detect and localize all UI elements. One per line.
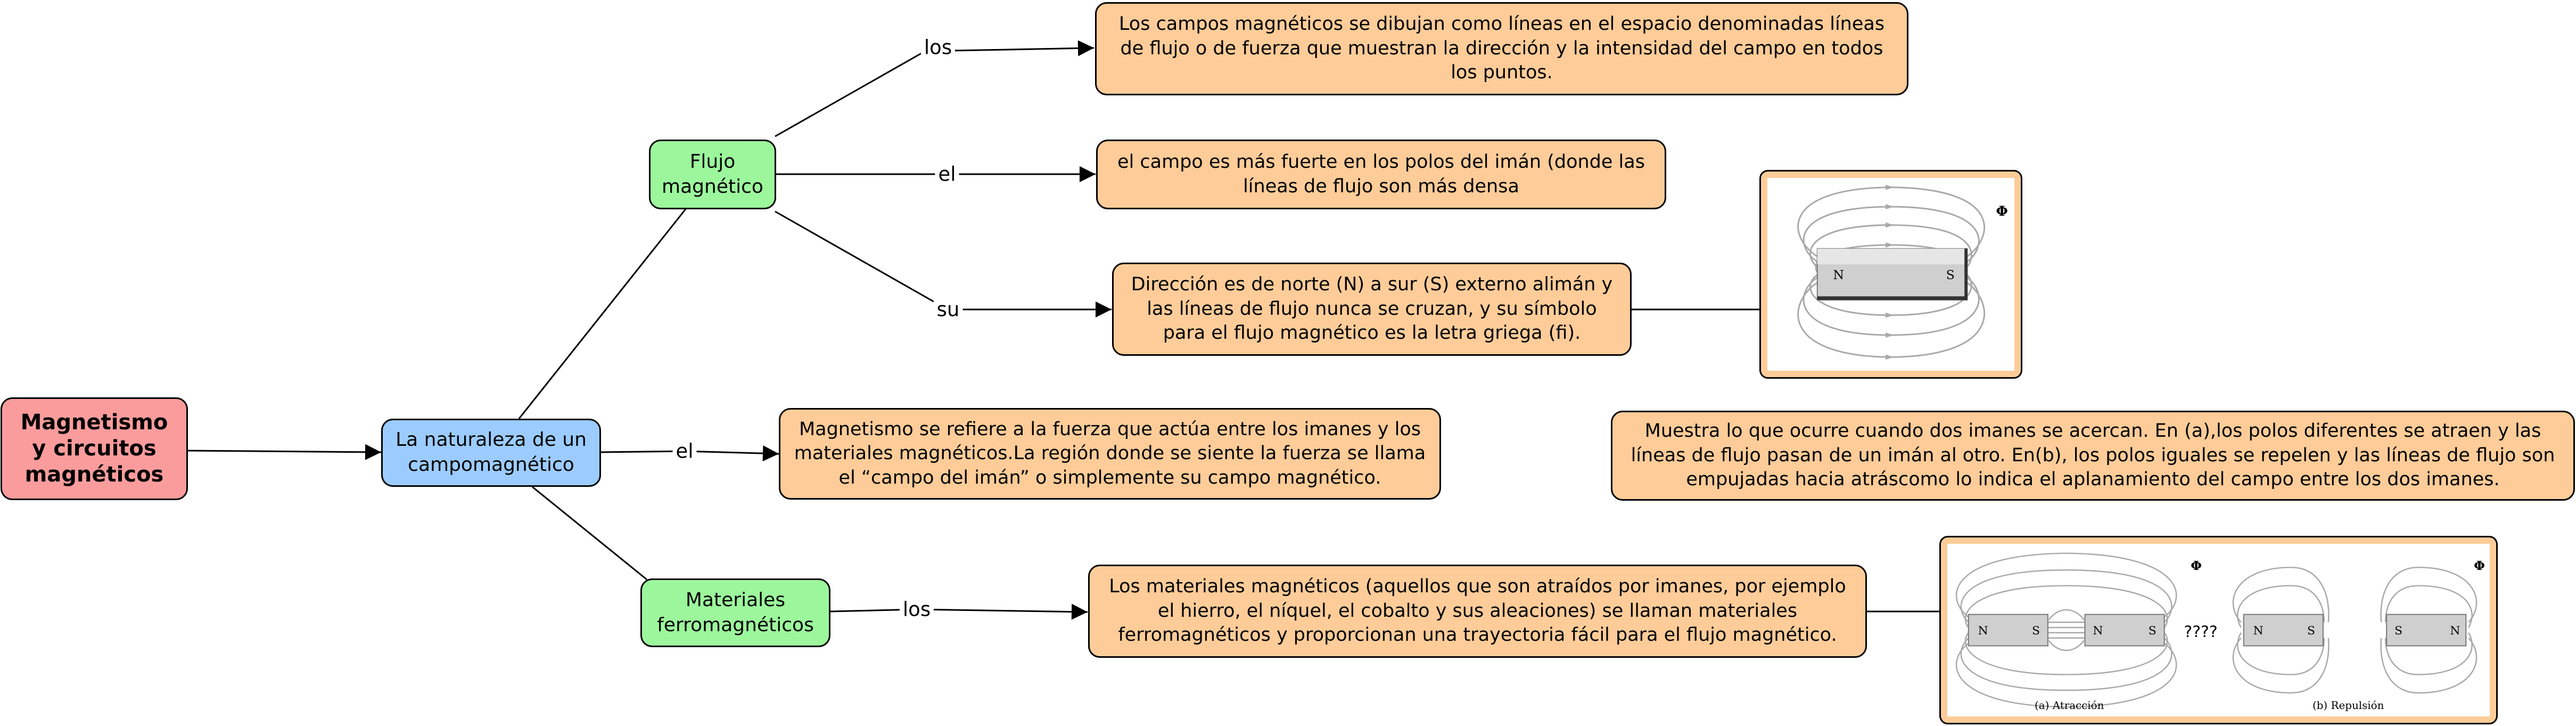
link-center-ferro xyxy=(532,486,647,581)
concept-muestra-text: Muestra lo que ocurre cuando dos imanes … xyxy=(1631,420,2555,491)
branch-flujo-label: Flujo magnético xyxy=(662,150,763,198)
concept-lineas-de-flujo[interactable]: Los campos magnéticos se dibujan como lí… xyxy=(1095,2,1908,95)
fig2-caption-attraction: (a) Atracción xyxy=(2035,699,2104,712)
concept-direccion[interactable]: Dirección es de norte (N) a sur (S) exte… xyxy=(1112,263,1632,356)
fig2-b-right-south: S xyxy=(2394,624,2402,638)
branch-flujo-magnetico[interactable]: Flujo magnético xyxy=(649,140,776,209)
figure-attraction-repulsion[interactable]: N S N S N S S N (a) Atracción (b) Repuls… xyxy=(1939,536,2498,724)
center-node[interactable]: La naturaleza de un campomagnético xyxy=(381,419,601,487)
link-flujo-lineas xyxy=(775,40,1094,137)
branch-materiales-ferromagneticos[interactable]: Materiales ferromagnéticos xyxy=(640,578,830,647)
fig1-south-label: S xyxy=(1946,267,1955,282)
concept-materiales-text: Los materiales magnéticos (aquellos que … xyxy=(1109,576,1846,646)
concept-muestra[interactable]: Muestra lo que ocurre cuando dos imanes … xyxy=(1611,411,2575,501)
fig1-phi-symbol: Φ xyxy=(1996,203,2007,219)
figure-bar-magnet[interactable]: N S Φ xyxy=(1759,170,2022,379)
fig2-caption-repulsion: (b) Repulsión xyxy=(2312,699,2384,712)
concept-magnetismo-text: Magnetismo se refiere a la fuerza que ac… xyxy=(794,418,1426,488)
root-node[interactable]: Magnetismo y circuitos magnéticos xyxy=(1,397,188,500)
link-label-su: su xyxy=(933,299,963,320)
link-label-el-center: el xyxy=(672,441,697,461)
fig2-b-left-south: S xyxy=(2307,624,2315,638)
concept-campo-fuerte[interactable]: el campo es más fuerte en los polos del … xyxy=(1096,140,1666,209)
fig2-unknown-marker: ???? xyxy=(2184,622,2217,641)
bar-magnet-image: N S Φ xyxy=(1767,178,2014,371)
link-center-magnetismo xyxy=(599,450,687,453)
link-flujo-direccion xyxy=(775,210,1112,317)
fig2-b-right-north: N xyxy=(2450,624,2460,638)
link-label-los: los xyxy=(920,37,956,58)
center-label: La naturaleza de un campomagnético xyxy=(396,429,587,476)
root-label: Magnetismo y circuitos magnéticos xyxy=(20,410,168,487)
fig2-a-right-north: N xyxy=(2093,624,2103,638)
fig2-phi-symbol-a: Φ xyxy=(2191,558,2202,573)
link-label-los-ferro: los xyxy=(899,599,934,619)
concept-lineas-text: Los campos magnéticos se dibujan como lí… xyxy=(1118,13,1885,84)
branch-ferro-label: Materiales ferromagnéticos xyxy=(657,589,814,636)
link-label-el: el xyxy=(935,164,959,184)
concept-fuerte-text: el campo es más fuerte en los polos del … xyxy=(1117,151,1645,197)
link-center-magnetismo-2 xyxy=(684,445,779,462)
link-center-flujo xyxy=(518,207,688,419)
link-ferro-materiales xyxy=(829,603,1088,620)
fig2-a-left-north: N xyxy=(1978,624,1988,638)
concept-magnetismo[interactable]: Magnetismo se refiere a la fuerza que ac… xyxy=(779,408,1441,500)
concept-direccion-text: Dirección es de norte (N) a sur (S) exte… xyxy=(1131,274,1613,344)
fig2-a-right-south: S xyxy=(2149,624,2157,638)
fig1-north-label: N xyxy=(1833,267,1844,282)
attraction-repulsion-image: N S N S N S S N (a) Atracción (b) Repuls… xyxy=(1947,544,2490,716)
fig2-a-left-south: S xyxy=(2032,624,2040,638)
fig2-phi-symbol-b: Φ xyxy=(2474,558,2485,573)
concept-materiales[interactable]: Los materiales magnéticos (aquellos que … xyxy=(1088,565,1867,658)
fig2-b-left-north: N xyxy=(2253,624,2264,638)
link-root-center xyxy=(186,444,382,460)
